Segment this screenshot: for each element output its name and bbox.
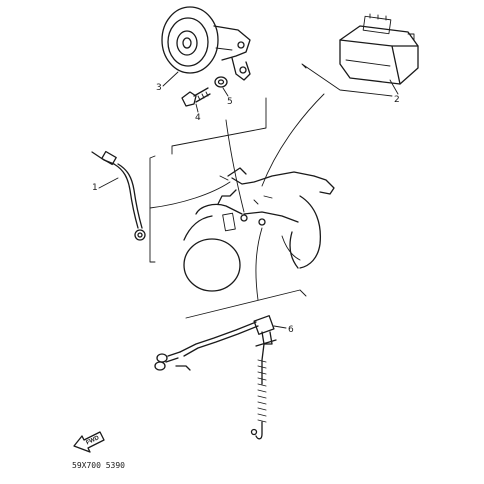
motorcycle-outline: [183, 167, 335, 292]
callouts: 1 2 3 4 5 6: [92, 71, 400, 335]
callout-1: 1: [92, 183, 98, 193]
bolt: [181, 87, 211, 107]
callout-3: 3: [156, 83, 162, 93]
callout-2: 2: [394, 95, 400, 105]
kill-switch-cord: [154, 315, 277, 440]
callout-6: 6: [288, 325, 294, 335]
callout-4: 4: [195, 113, 201, 123]
bracket-lines: [149, 63, 393, 319]
forward-arrow-icon: FWD: [73, 431, 105, 453]
washer: [214, 76, 228, 88]
wire-lead: [91, 150, 146, 241]
forward-label: FWD: [85, 435, 101, 447]
callout-5: 5: [227, 97, 233, 107]
relay-box: [339, 13, 419, 85]
horn: [161, 6, 251, 81]
drawing-code: 59X700 5390: [72, 461, 125, 470]
